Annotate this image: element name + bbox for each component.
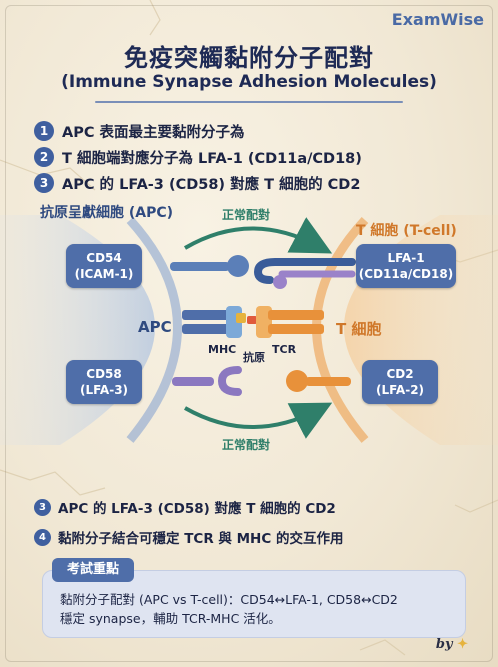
antigen-label: 抗原 (243, 351, 265, 364)
arrow-bottom (184, 402, 333, 439)
point-text: APC 表面最主要黏附分子為 (62, 124, 245, 141)
point-text: 黏附分子結合可穩定 TCR 與 MHC 的交互作用 (58, 531, 344, 547)
arrow-bottom-label: 正常配對 (222, 438, 271, 452)
arrow-top (183, 217, 333, 254)
cd58-box: CD58 (LFA-3) (66, 360, 142, 404)
point-number: 3 (34, 173, 54, 193)
cd2-alias: (LFA-2) (375, 383, 425, 397)
tcr-molecule (256, 306, 324, 338)
page-subtitle: (Immune Synapse Adhesion Molecules) (61, 72, 437, 92)
point-number: 3 (34, 498, 51, 516)
lfa1-name: LFA-1 (387, 251, 425, 265)
lfa1-alias: (CD11a/CD18) (358, 267, 454, 281)
sparkle-icon: ✦ (457, 637, 468, 652)
tcell-cell-label: T 細胞 (T-cell) (356, 223, 457, 239)
lfa1-molecule (253, 258, 356, 289)
cd58-alias: (LFA-3) (79, 383, 129, 397)
apc-center-label: APC (138, 318, 172, 336)
cd2-molecule (286, 370, 351, 392)
bottom-point-3: 3 APC 的 LFA-3 (CD58) 對應 T 細胞的 CD2 (34, 496, 336, 518)
tcr-label: TCR (272, 343, 297, 356)
cd2-box: CD2 (LFA-2) (362, 360, 438, 404)
title-underline (95, 101, 403, 103)
cd54-box: CD54 (ICAM-1) (66, 244, 142, 288)
cd54-name: CD54 (86, 251, 122, 265)
key-points-text: 黏附分子配對 (APC vs T-cell)：CD54↔LFA-1, CD58↔… (60, 590, 460, 628)
brand-logo: ExamWise (391, 10, 484, 29)
point-text: T 細胞端對應分子為 LFA-1 (CD11a/CD18) (62, 150, 362, 167)
mhc-molecule (182, 306, 246, 338)
point-number: 2 (34, 147, 54, 167)
lfa1-box: LFA-1 (CD11a/CD18) (356, 244, 456, 288)
byline-text: by (435, 637, 453, 652)
key-points-tab: 考試重點 (52, 558, 134, 582)
page-title: 免疫突觸黏附分子配對 (124, 44, 374, 72)
cd54-alias: (ICAM-1) (74, 267, 134, 281)
antigen-peptide (247, 316, 257, 324)
cd58-name: CD58 (86, 367, 122, 381)
cd54-molecule (170, 255, 249, 277)
mhc-label: MHC (208, 343, 237, 356)
point-2: 2 T 細胞端對應分子為 LFA-1 (CD11a/CD18) (34, 146, 362, 168)
tcell-center-label: T 細胞 (336, 320, 382, 338)
point-text: APC 的 LFA-3 (CD58) 對應 T 細胞的 CD2 (62, 176, 361, 193)
apc-membrane-edge (126, 216, 182, 443)
point-number: 1 (34, 121, 54, 141)
key-line-1: 黏附分子配對 (APC vs T-cell)：CD54↔LFA-1, CD58↔… (60, 592, 398, 607)
point-text: APC 的 LFA-3 (CD58) 對應 T 細胞的 CD2 (58, 501, 336, 517)
point-1: 1 APC 表面最主要黏附分子為 (34, 120, 245, 142)
apc-cell-label: 抗原呈獻細胞 (APC) (40, 205, 174, 221)
byline: by ✦ (436, 637, 468, 652)
bottom-point-4: 4 黏附分子結合可穩定 TCR 與 MHC 的交互作用 (34, 526, 343, 548)
cd58-molecule (172, 366, 242, 396)
point-3: 3 APC 的 LFA-3 (CD58) 對應 T 細胞的 CD2 (34, 172, 360, 194)
arrow-top-label: 正常配對 (222, 208, 271, 222)
key-line-2: 穩定 synapse，輔助 TCR-MHC 活化。 (60, 611, 281, 626)
cd2-name: CD2 (386, 367, 414, 381)
point-number: 4 (34, 528, 51, 546)
